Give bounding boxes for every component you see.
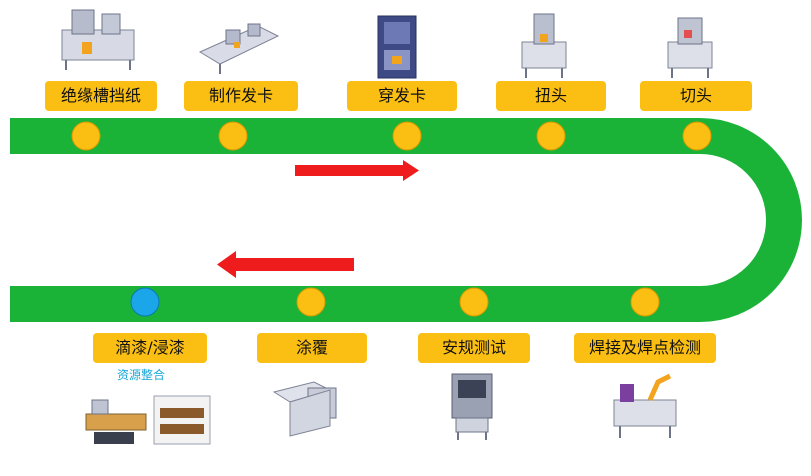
station-node xyxy=(71,121,101,151)
machine-icon xyxy=(272,381,337,437)
station-node xyxy=(392,121,422,151)
machine-icon xyxy=(85,395,211,445)
station-label: 扭头 xyxy=(496,81,606,111)
machine-icon xyxy=(377,15,417,79)
machine-icon xyxy=(61,9,135,70)
station-label: 穿发卡 xyxy=(347,81,457,111)
station-label: 滴漆/浸漆 xyxy=(93,333,207,363)
station-node xyxy=(682,121,712,151)
arrow-right-icon xyxy=(295,160,419,181)
machine-icon xyxy=(667,17,713,78)
station-node xyxy=(218,121,248,151)
station-label: 焊接及焊点检测 xyxy=(574,333,716,363)
station-node xyxy=(459,287,489,317)
station-label: 安规测试 xyxy=(418,333,530,363)
station-label: 切头 xyxy=(640,81,752,111)
station-node xyxy=(536,121,566,151)
resource-note: 资源整合 xyxy=(117,368,166,382)
machine-icon xyxy=(198,23,280,74)
machine-icon xyxy=(521,13,567,78)
station-node-highlight xyxy=(130,287,160,317)
station-label: 绝缘槽挡纸 xyxy=(45,81,157,111)
station-node xyxy=(296,287,326,317)
conveyor-track xyxy=(10,118,802,322)
machine-icon xyxy=(613,373,677,438)
station-label: 制作发卡 xyxy=(184,81,298,111)
station-node xyxy=(630,287,660,317)
station-label: 涂覆 xyxy=(257,333,367,363)
arrow-left-icon xyxy=(217,251,354,278)
machine-icon xyxy=(451,373,493,440)
